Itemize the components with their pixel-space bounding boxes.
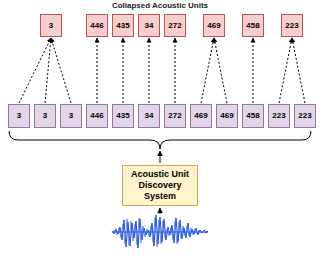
acoustic-unit-box: 446: [86, 104, 108, 128]
node-label: 469: [220, 111, 233, 121]
node-label: 223: [272, 111, 285, 121]
dotted-arrow: [149, 38, 150, 103]
acoustic-unit-box: 469: [216, 104, 238, 128]
dotted-arrow: [123, 38, 124, 103]
acoustic-unit-box: 223: [294, 104, 316, 128]
dotted-arrow: [51, 38, 71, 103]
node-label: 458: [246, 21, 259, 31]
acoustic-unit-box: 223: [268, 104, 290, 128]
flow-arrow: [160, 208, 161, 214]
node-label: Acoustic Unit Discovery System: [126, 169, 194, 202]
node-label: 223: [298, 111, 311, 121]
node-label: 435: [116, 21, 129, 31]
dotted-arrow: [253, 38, 254, 103]
acoustic-unit-box: 3: [60, 104, 82, 128]
dotted-arrow: [214, 38, 227, 103]
collapsed-unit-box: 3: [40, 14, 62, 37]
node-label: 34: [145, 21, 154, 31]
dotted-arrow: [19, 38, 51, 103]
node-label: 272: [168, 111, 181, 121]
acoustic-unit-box: 435: [112, 104, 134, 128]
collapsed-unit-box: 469: [203, 14, 225, 37]
node-label: 458: [246, 111, 259, 121]
collapsed-unit-box: 435: [112, 14, 134, 37]
collapsed-unit-box: 446: [86, 14, 108, 37]
audio-waveform: [113, 218, 207, 247]
curly-bracket: [9, 131, 311, 149]
diagram-title: Collapsed Acoustic Units: [0, 1, 320, 11]
collapsed-unit-box: 458: [242, 14, 264, 37]
dotted-arrow: [175, 38, 176, 103]
acoustic-unit-box: 458: [242, 104, 264, 128]
acoustic-unit-box: 272: [164, 104, 186, 128]
node-label: 469: [207, 21, 220, 31]
dotted-arrow: [279, 38, 292, 103]
acoustic-unit-box: 3: [8, 104, 30, 128]
node-label: 3: [49, 21, 53, 31]
node-label: 3: [43, 111, 47, 121]
dotted-arrow: [292, 38, 305, 103]
node-label: 446: [90, 21, 103, 31]
acoustic-unit-box: 3: [34, 104, 56, 128]
node-label: 3: [17, 111, 21, 121]
dotted-arrow: [45, 38, 51, 103]
collapsed-unit-box: 34: [138, 14, 160, 37]
node-label: 3: [69, 111, 73, 121]
acoustic-unit-box: 469: [190, 104, 212, 128]
collapsed-unit-box: 223: [281, 14, 303, 37]
audio-waveform: [112, 215, 208, 248]
node-label: 34: [145, 111, 154, 121]
process-box: Acoustic Unit Discovery System: [122, 165, 198, 206]
dotted-arrow: [201, 38, 214, 103]
flow-arrow: [160, 151, 161, 163]
node-label: 272: [168, 21, 181, 31]
collapsed-unit-box: 272: [164, 14, 186, 37]
node-label: 469: [194, 111, 207, 121]
node-label: 446: [90, 111, 103, 121]
dotted-arrow: [97, 38, 98, 103]
node-label: 223: [285, 21, 298, 31]
node-label: 435: [116, 111, 129, 121]
acoustic-unit-box: 34: [138, 104, 160, 128]
